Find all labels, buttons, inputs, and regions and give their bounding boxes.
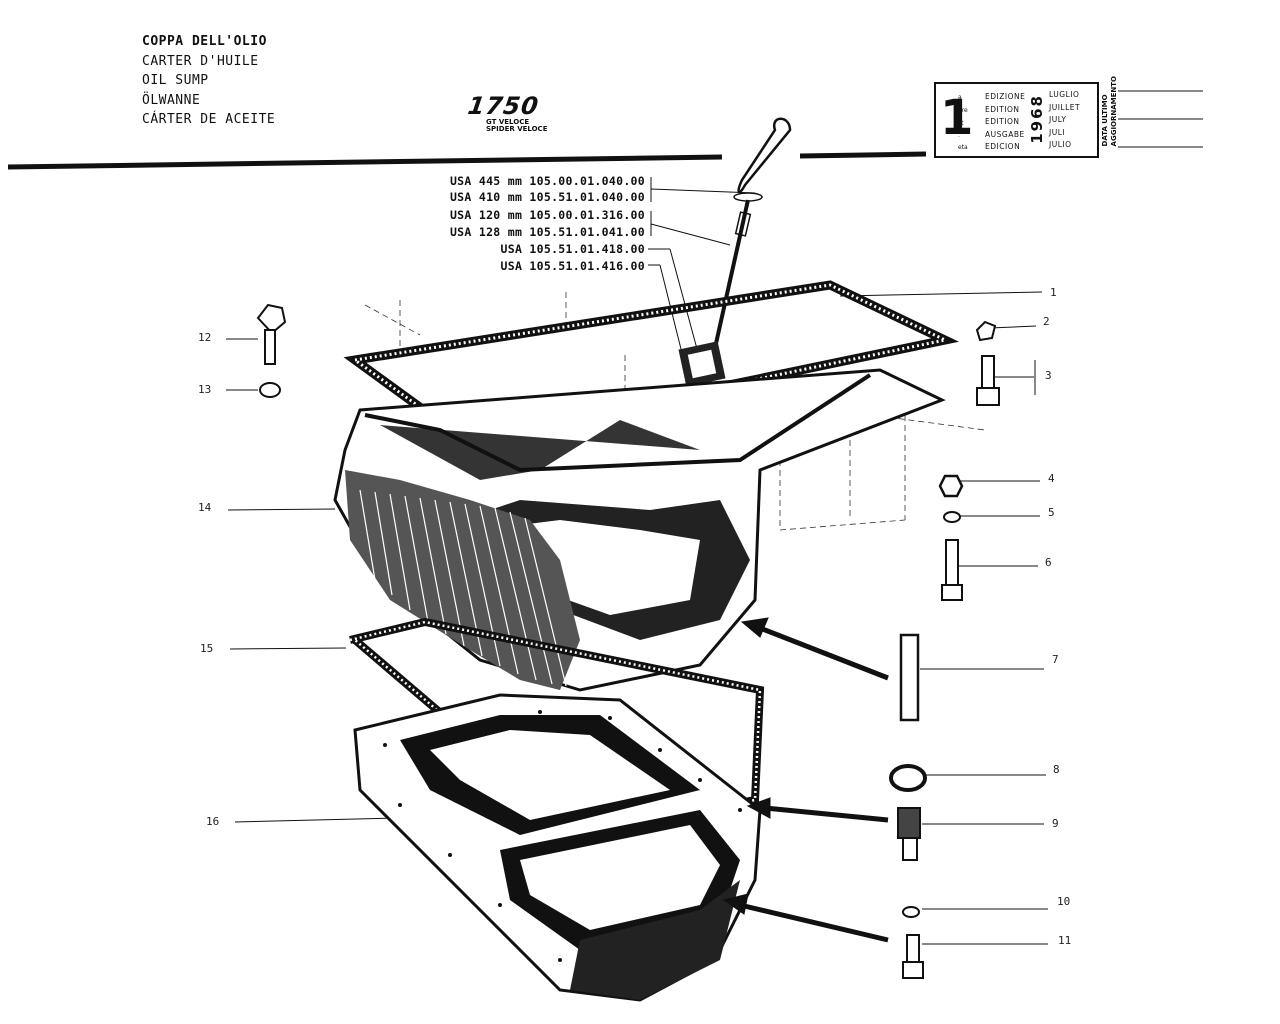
ref-1: 1: [1050, 286, 1057, 299]
part-number-dipstick-445: USA 445 mm 105.00.01.040.00: [449, 174, 645, 188]
washer-2: [975, 320, 997, 342]
edition-month: JULY: [1049, 115, 1067, 124]
upper-sump: [333, 368, 946, 692]
nut-4: [938, 474, 964, 498]
edition-label: EDICION: [985, 142, 1021, 151]
ref-9: 9: [1052, 817, 1059, 830]
edition-sup-en: st: [958, 120, 964, 127]
bolt-11: [902, 934, 924, 979]
edition-months: LUGLIO JUILLET JULY JULI JULIO: [1049, 89, 1080, 152]
title-french: CARTER D'HUILE: [142, 53, 259, 69]
title-italian: COPPA DELL'OLIO: [142, 34, 267, 49]
ring-8: [889, 764, 927, 792]
ref-12: 12: [198, 331, 212, 344]
edition-number: 1: [940, 90, 974, 146]
ref-3: 3: [1045, 369, 1052, 382]
ref-5: 5: [1048, 506, 1055, 519]
ref-15: 15: [200, 642, 214, 655]
edition-label: EDIZIONE: [985, 92, 1026, 101]
edition-month: JULIO: [1049, 140, 1072, 149]
ref-14: 14: [198, 501, 212, 514]
edition-sup-it: a: [958, 94, 962, 101]
edition-label: AUSGABE: [985, 129, 1025, 139]
washer-10: [902, 906, 920, 918]
rod-7: [899, 633, 920, 722]
edition-month: JUILLET: [1049, 102, 1081, 112]
update-lines: [1118, 90, 1203, 148]
edition-sup-de: .: [958, 132, 960, 139]
ref-11: 11: [1058, 934, 1072, 947]
washer-5: [943, 511, 961, 523]
ref-8: 8: [1053, 763, 1060, 776]
ref-10: 10: [1057, 895, 1071, 908]
stud-6: [941, 539, 963, 601]
ref-7: 7: [1052, 653, 1059, 666]
model-badge: 1750 GT VELOCE SPIDER VELOCE: [466, 92, 547, 133]
edition-sup-es: eta: [958, 144, 968, 151]
title-block: COPPA DELL'OLIO CARTER D'HUILE OIL SUMP …: [142, 32, 275, 130]
hardware-parts: [256, 303, 1000, 979]
edition-box: 1 a ere st . eta EDIZIONE EDITION EDITIO…: [934, 82, 1099, 158]
edition-sup-fr: ere: [958, 107, 968, 114]
ref-6: 6: [1045, 556, 1052, 569]
bolt-12: [256, 303, 287, 365]
edition-month: LUGLIO: [1049, 90, 1080, 99]
ref-16: 16: [206, 815, 220, 828]
part-number-tube-120: USA 120 mm 105.00.01.316.00: [449, 208, 645, 222]
title-english: OIL SUMP: [142, 73, 209, 88]
part-number-tube-128: USA 128 mm 105.51.01.041.00: [449, 225, 645, 239]
edition-month: JULI: [1049, 127, 1066, 137]
ref-2: 2: [1043, 315, 1050, 328]
edition-labels: EDIZIONE EDITION EDITION AUSGABE EDICION: [985, 91, 1025, 154]
title-german: ÖLWANNE: [142, 92, 201, 108]
edition-label: EDITION: [985, 117, 1020, 126]
model-variant-gt: GT VELOCE: [486, 118, 530, 126]
bolt-3: [976, 355, 1000, 406]
model-variant-spider: SPIDER VELOCE: [486, 125, 548, 133]
assembly-arrows: [722, 617, 889, 943]
part-number-bracket: USA 105.51.01.418.00: [500, 242, 645, 256]
plug-9: [897, 807, 921, 861]
part-number-grommet: USA 105.51.01.416.00: [500, 259, 645, 273]
edition-label: EDITION: [985, 104, 1020, 114]
washer-13: [259, 382, 281, 398]
part-number-dipstick-410: USA 410 mm 105.51.01.040.00: [449, 190, 645, 204]
header-rule: [7, 151, 927, 170]
title-spanish: CÁRTER DE ACEITE: [142, 112, 276, 127]
lower-sump: [353, 693, 762, 1002]
ref-4: 4: [1048, 472, 1055, 485]
ref-13: 13: [198, 383, 212, 396]
reference-leaders: [226, 291, 1048, 945]
